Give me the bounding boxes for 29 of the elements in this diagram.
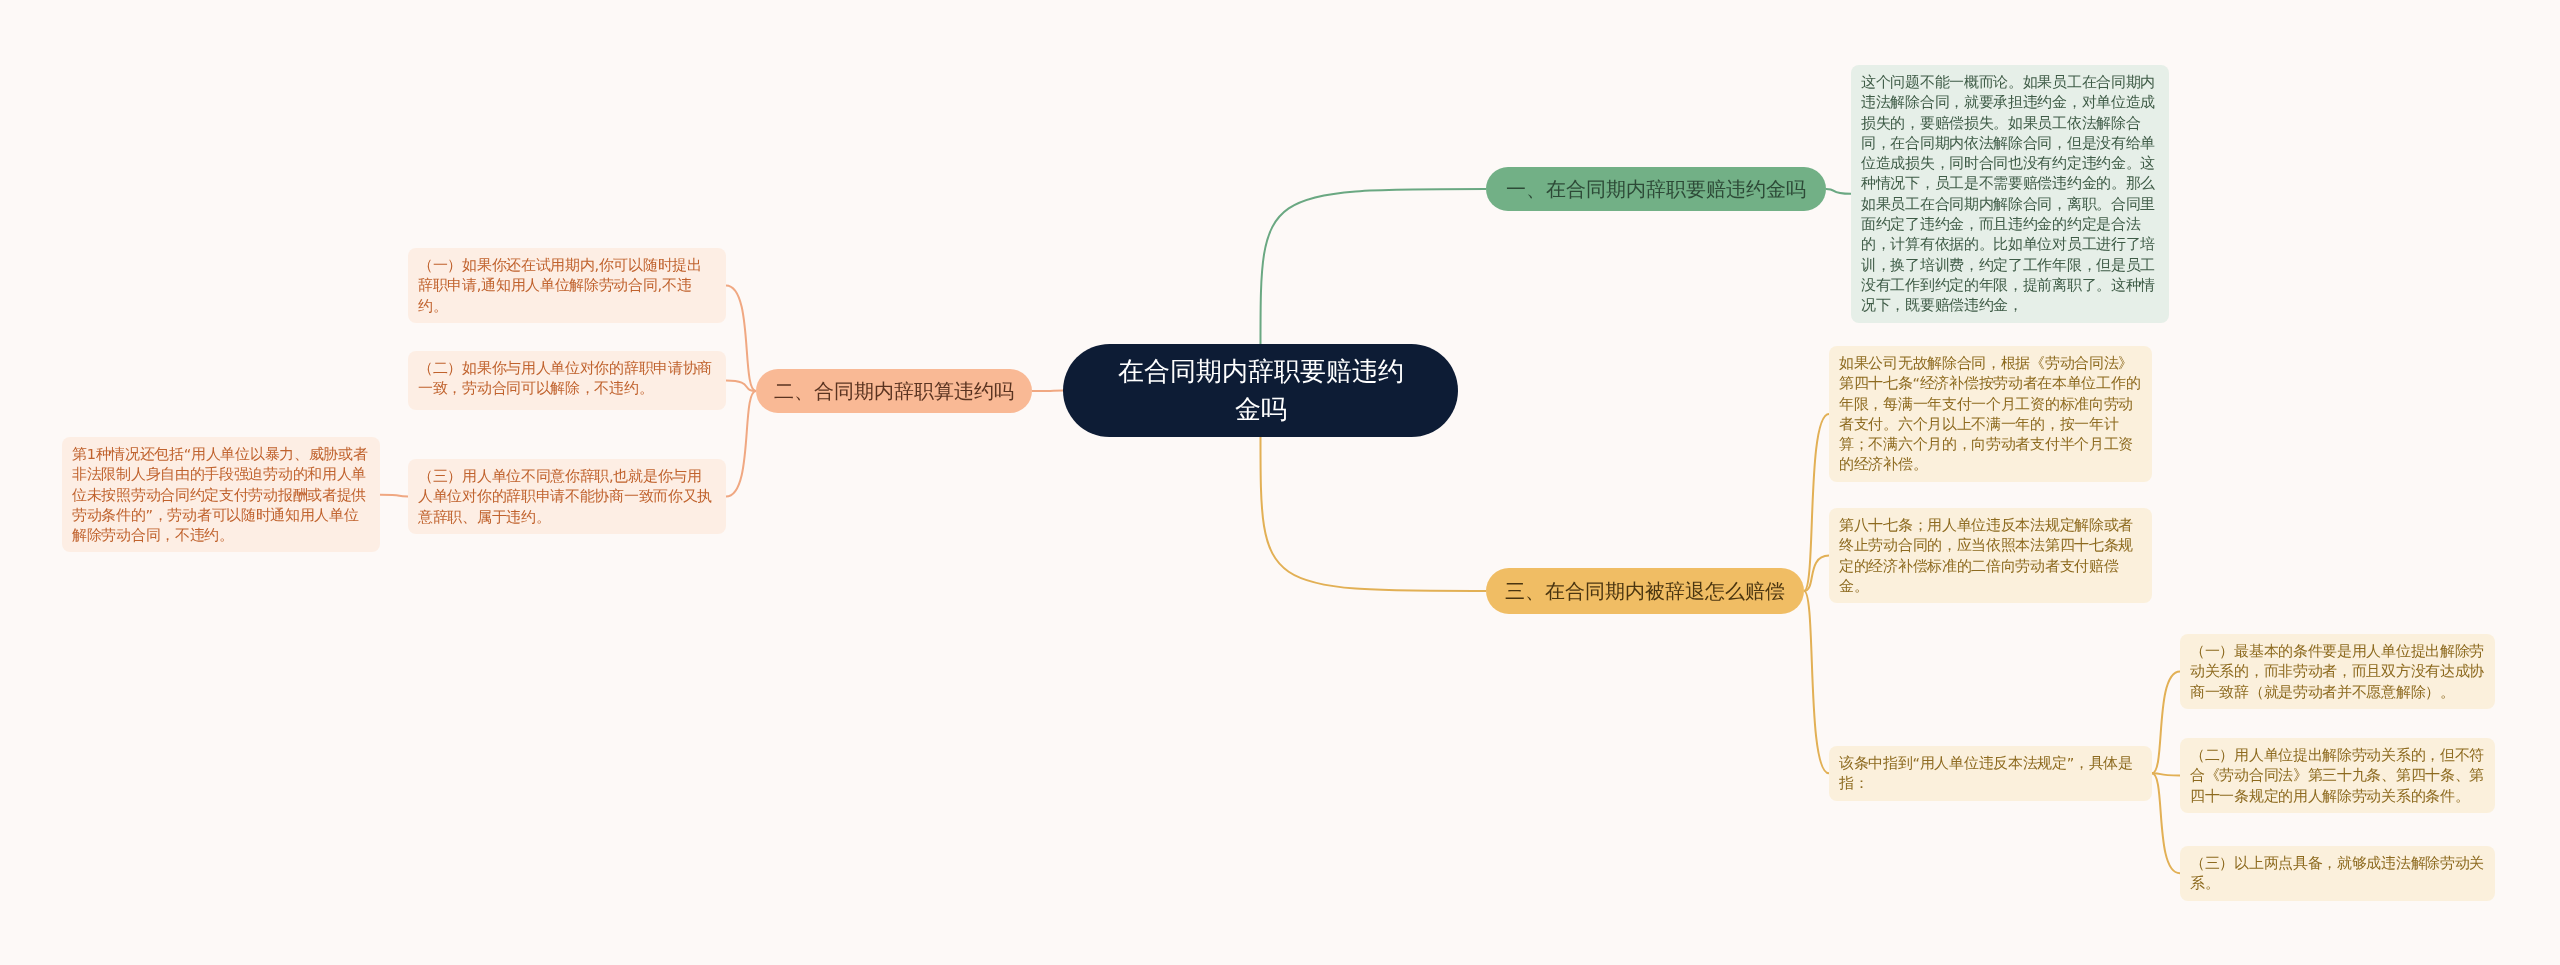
note-card: （三）以上两点具备，就够成违法解除劳动关系。: [2180, 846, 2495, 901]
connector-line: [2151, 670, 2181, 775]
branch-topic: 一、在合同期内辞职要赔违约金吗: [1486, 167, 1826, 211]
connector-line: [1031, 389, 1064, 392]
connector-line: [1803, 554, 1830, 592]
note-card: （二）如果你与用人单位对你的辞职申请协商一致，劳动合同可以解除，不违约。: [408, 351, 726, 410]
connector-line: [725, 284, 757, 392]
note-card: （一）如果你还在试用期内,你可以随时提出辞职申请,通知用人单位解除劳动合同,不违约。: [408, 248, 726, 323]
note-card: 第1种情况还包括“用人单位以暴力、威胁或者非法限制人身自由的手段强迫劳动的和用人单位未按照劳动合同约定支付劳动报酬或者提供劳动条件的”，劳动者可以随时通知用人单位解除劳动合同，不违约。: [62, 437, 380, 553]
connector-line: [725, 390, 757, 498]
connector-line: [725, 379, 757, 392]
connector-line: [2151, 772, 2181, 777]
note-card: （三）用人单位不同意你辞职,也就是你与用人单位对你的辞职申请不能协商一致而你又执意辞职、属于违约。: [408, 459, 726, 534]
connector-line: [1803, 412, 1830, 592]
note-card: 如果公司无故解除合同，根据《劳动合同法》第四十七条“经济补偿按劳动者在本单位工作的年限，每满一年支付一个月工资的标准向劳动者支付。六个月以上不满一年的，按一年计算；不满六个月的，向劳动者支付半个月工资的经济补偿。: [1829, 346, 2152, 482]
connector-line: [1259, 188, 1487, 345]
branch-topic: 三、在合同期内被辞退怎么赔偿: [1486, 568, 1804, 614]
central-topic: 在合同期内辞职要赔违约金吗: [1063, 344, 1458, 437]
branch-topic: 二、合同期内辞职算违约吗: [756, 369, 1032, 413]
note-card: （一）最基本的条件要是用人单位提出解除劳动关系的，而非劳动者，而且双方没有达成协商一致辞（就是劳动者并不愿意解除）。: [2180, 634, 2495, 709]
connector-line: [1259, 436, 1487, 592]
note-card: 该条中指到“用人单位违反本法规定”，具体是指：: [1829, 746, 2152, 801]
connector-line: [1825, 188, 1852, 195]
note-card: 这个问题不能一概而论。如果员工在合同期内违法解除合同，就要承担违约金，对单位造成损失的，要赔偿损失。如果员工依法解除合同，在合同期内依法解除合同，但是没有给单位造成损失，同时合同也没有约定违约金。这种情况下，员工是不需要赔偿违约金的。那么如果员工在合同期内解除合同，离职。合同里面约定了违约金，而且违约金的约定是合法的，计算有依据的。比如单位对员工进行了培训，换了培训费，约定了工作年限，但是员工没有工作到约定的年限，提前离职了。这种情况下，既要赔偿违约金，: [1851, 65, 2169, 323]
connector-line: [2151, 772, 2181, 875]
note-card: 第八十七条；用人单位违反本法规定解除或者终止劳动合同的，应当依照本法第四十七条规定的经济补偿标准的二倍向劳动者支付赔偿金。: [1829, 508, 2152, 604]
note-card: （二）用人单位提出解除劳动关系的，但不符合《劳动合同法》第三十九条、第四十条、第四十一条规定的用人解除劳动关系的条件。: [2180, 738, 2495, 813]
connector-line: [1803, 590, 1830, 775]
connector-line: [379, 493, 409, 498]
